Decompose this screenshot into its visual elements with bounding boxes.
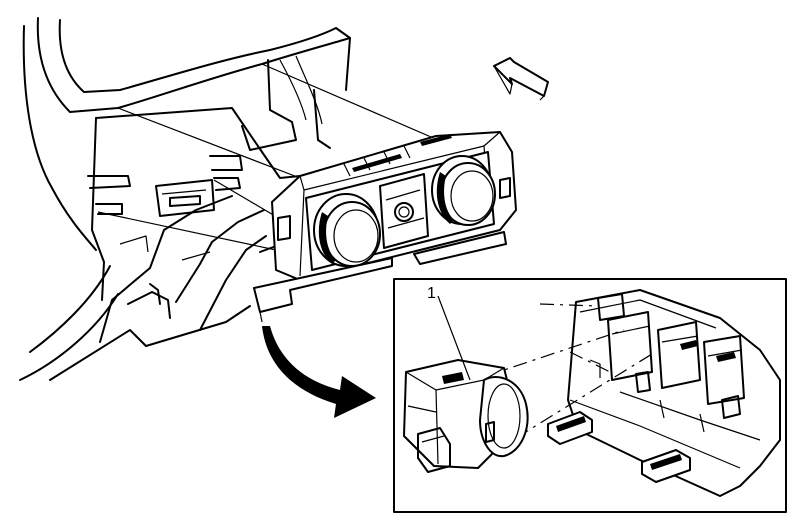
removal-direction-arrow-icon (493, 57, 549, 101)
detail-view-inset (393, 278, 787, 513)
hvac-control-module (253, 131, 517, 323)
callout-label-1: 1 (427, 285, 436, 302)
detail-pointer-arrow-icon (262, 326, 376, 418)
instrument-panel (19, 17, 351, 381)
